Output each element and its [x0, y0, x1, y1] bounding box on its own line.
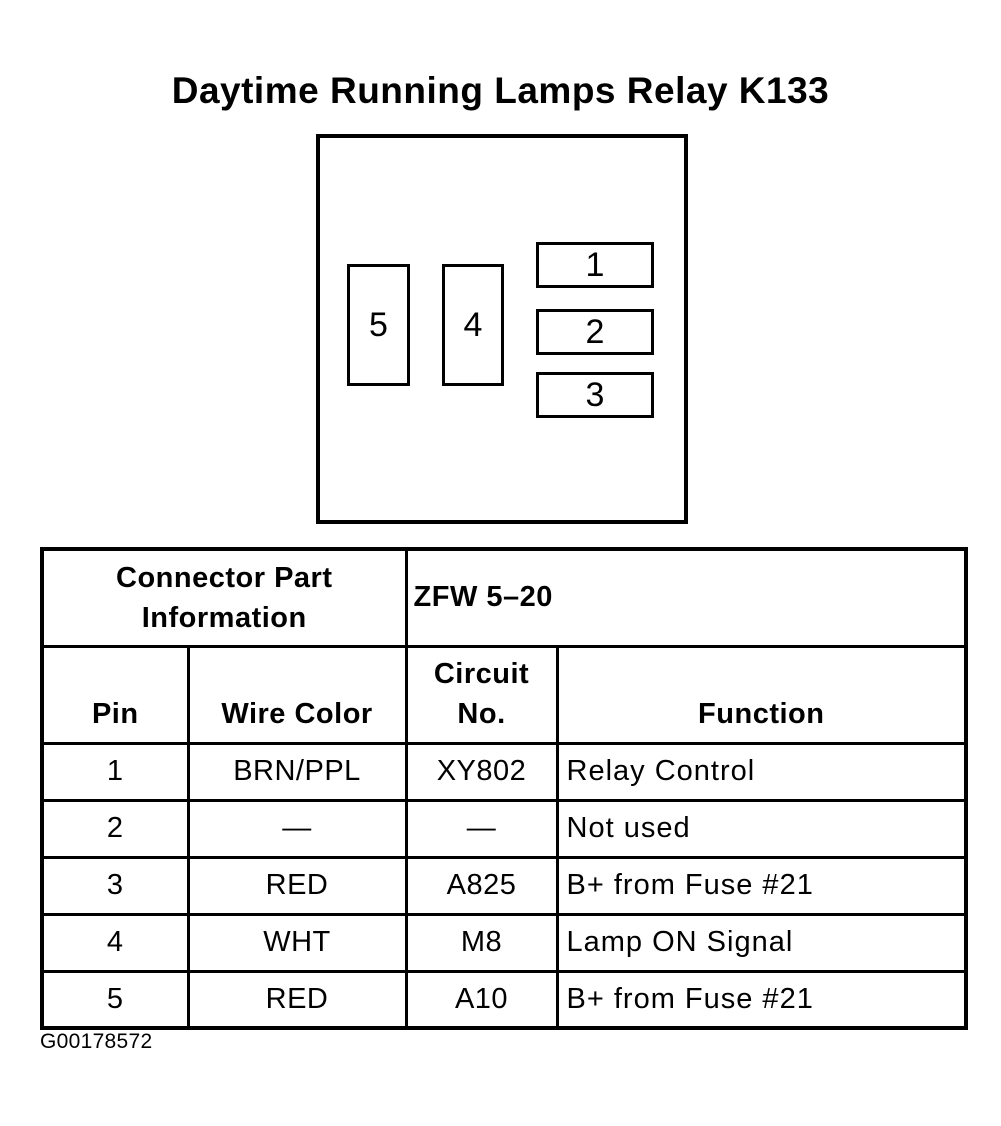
part-info-label-line1: Connector Part	[116, 561, 333, 594]
cell-circuit: XY802	[404, 741, 559, 802]
cell-wire-color: WHT	[186, 912, 408, 973]
cell-pin: 1	[40, 741, 190, 802]
cell-circuit: A825	[404, 855, 559, 916]
connector-pin-4: 4	[442, 264, 504, 386]
cell-wire-color: BRN/PPL	[186, 741, 408, 802]
connector-info-table: Connector Part Information ZFW 5–20 Pin …	[40, 547, 969, 1030]
part-info-label-line2: Information	[141, 601, 307, 634]
connector-pin-2: 2	[536, 309, 654, 355]
table-row: 5 RED A10 B+ from Fuse #21	[40, 969, 968, 1030]
table-row: 3 RED A825 B+ from Fuse #21	[40, 855, 968, 916]
cell-wire-color: —	[186, 798, 408, 859]
cell-pin: 2	[40, 798, 190, 859]
header-pin: Pin	[40, 644, 190, 745]
cell-function: Relay Control	[555, 741, 968, 802]
header-circuit-no: Circuit No.	[404, 644, 559, 745]
header-function: Function	[555, 644, 968, 745]
figure-id: G00178572	[40, 1030, 153, 1053]
cell-pin: 5	[40, 969, 190, 1030]
cell-wire-color: RED	[186, 969, 408, 1030]
header-circuit-line1: Circuit	[433, 657, 530, 690]
part-info-label: Connector Part Information	[40, 547, 408, 648]
cell-pin: 3	[40, 855, 190, 916]
cell-wire-color: RED	[186, 855, 408, 916]
part-info-row: Connector Part Information ZFW 5–20	[40, 547, 968, 648]
table-row: 2 — — Not used	[40, 798, 968, 859]
cell-circuit: A10	[404, 969, 559, 1030]
cell-pin: 4	[40, 912, 190, 973]
table-row: 4 WHT M8 Lamp ON Signal	[40, 912, 968, 973]
cell-circuit: —	[404, 798, 559, 859]
connector-pin-1: 1	[536, 242, 654, 288]
header-wire-color: Wire Color	[186, 644, 408, 745]
page-title: Daytime Running Lamps Relay K133	[171, 70, 830, 111]
cell-function: B+ from Fuse #21	[555, 969, 968, 1030]
column-header-row: Pin Wire Color Circuit No. Function	[40, 644, 968, 745]
part-info-value: ZFW 5–20	[404, 547, 968, 648]
connector-face	[316, 134, 688, 524]
cell-function: B+ from Fuse #21	[555, 855, 968, 916]
cell-function: Lamp ON Signal	[555, 912, 968, 973]
cell-circuit: M8	[404, 912, 559, 973]
cell-function: Not used	[555, 798, 968, 859]
header-circuit-line2: No.	[457, 697, 506, 730]
connector-pin-3: 3	[536, 372, 654, 418]
table-row: 1 BRN/PPL XY802 Relay Control	[40, 741, 968, 802]
connector-pin-5: 5	[347, 264, 410, 386]
